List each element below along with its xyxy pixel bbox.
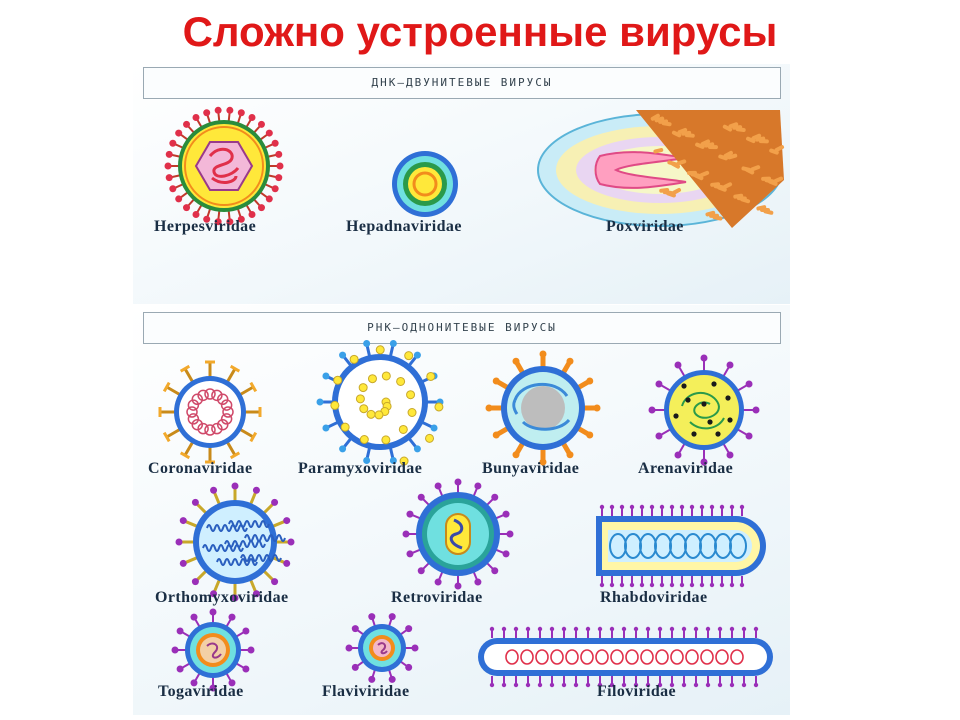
arenaviridae-illustration <box>648 354 760 466</box>
virus-label-poxviridae: Poxviridae <box>606 218 684 235</box>
virus-label-retroviridae: Retroviridae <box>391 589 483 606</box>
virus-label-filoviridae: Filoviridae <box>597 683 677 700</box>
slide-title: Сложно устроенные вирусы <box>182 8 778 55</box>
poxviridae-illustration <box>537 110 785 228</box>
rna-virus-illustrations <box>158 340 773 692</box>
hepadnaviridae-illustration <box>392 151 458 217</box>
herpesviridae-illustration <box>164 106 284 226</box>
virus-label-bunyaviridae: Bunyaviridae <box>482 460 580 477</box>
rna-section-header: РНК–ОДНОНИТЕВЫЕ ВИРУСЫ <box>143 312 781 344</box>
dna-virus-panel: ДНК–ДВУНИТЕВЫЕ ВИРУСЫ <box>133 64 790 304</box>
virus-label-arenaviridae: Arenaviridae <box>638 460 734 477</box>
rhabdoviridae-illustration <box>596 504 766 588</box>
filoviridae-illustration <box>478 626 773 688</box>
virus-label-paramyxoviridae: Paramyxoviridae <box>298 460 423 477</box>
dna-virus-illustrations <box>164 106 785 228</box>
paramyxoviridae-illustration <box>316 340 444 466</box>
virus-label-orthomyxoviridae: Orthomyxoviridae <box>155 589 289 606</box>
dna-section-header: ДНК–ДВУНИТЕВЫЕ ВИРУСЫ <box>143 67 781 99</box>
virus-label-coronaviridae: Coronaviridae <box>148 460 253 477</box>
flaviviridae-illustration <box>345 613 419 683</box>
orthomyxoviridae-illustration <box>175 482 295 602</box>
virus-label-herpesviridae: Herpesviridae <box>154 218 257 235</box>
virus-label-rhabdoviridae: Rhabdoviridae <box>600 589 708 606</box>
virus-label-hepadnaviridae: Hepadnaviridae <box>346 218 462 235</box>
virus-label-togaviridae: Togaviridae <box>158 683 244 700</box>
rna-virus-panel: РНК–ОДНОНИТЕВЫЕ ВИРУСЫ <box>133 305 790 715</box>
togaviridae-illustration <box>171 608 255 692</box>
bunyaviridae-illustration <box>485 350 601 466</box>
retroviridae-illustration <box>402 478 514 590</box>
coronaviridae-illustration <box>158 360 262 464</box>
virus-label-flaviviridae: Flaviviridae <box>322 683 410 700</box>
